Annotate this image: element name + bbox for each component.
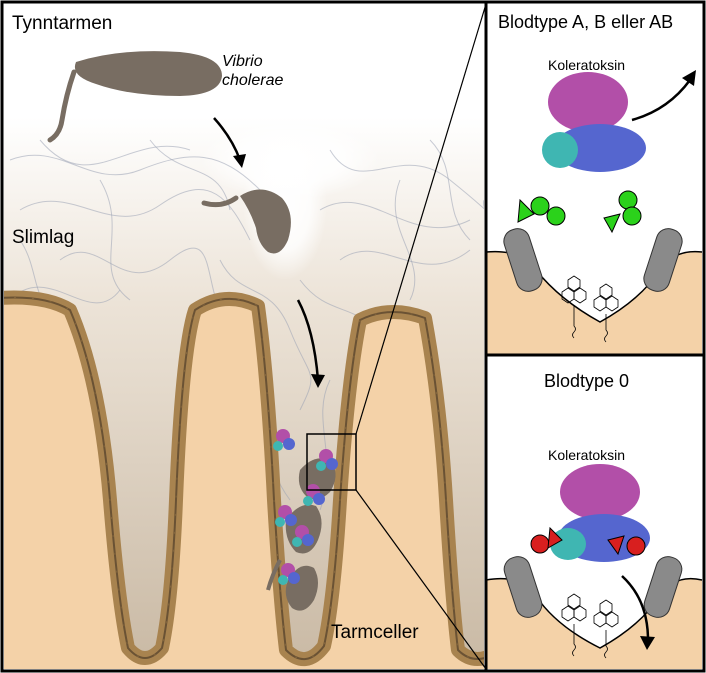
panel-bottom-title: Blodtype 0: [544, 371, 630, 391]
cholera-toxin-top: [542, 72, 646, 172]
panel-top-toxin-label: Koleratoksin: [548, 57, 626, 73]
bacterium-name-label: Vibrio cholerae: [222, 52, 283, 90]
intestine-panel: [4, 4, 484, 669]
panel-top-title: Blodtype A, B eller AB: [498, 12, 674, 32]
mucus-layer-label: Slimlag: [12, 227, 75, 248]
vibrio-bacterium-top: [47, 51, 222, 143]
small-intestine-label: Tynntarmen: [12, 13, 113, 34]
toxins-on-cells: [273, 429, 338, 585]
red-antigens: [530, 526, 646, 556]
intestinal-villi: [4, 290, 484, 669]
green-antigens: [517, 190, 642, 234]
zoom-box: [306, 433, 357, 491]
zoom-lines: [355, 3, 487, 670]
cholera-toxin-bottom: [550, 464, 650, 562]
vibrio-bacterium-middle: [201, 189, 291, 254]
panel-bottom-toxin-label: Koleratoksin: [548, 447, 626, 463]
glycan-chains-top: [561, 275, 619, 343]
glycan-chains-bottom: [561, 593, 619, 659]
panel-blood-type-0: [485, 356, 703, 669]
bacterium-genus: Vibrio: [222, 53, 263, 70]
bacterium-species: cholerae: [222, 72, 284, 89]
panel-blood-type-abab: [485, 4, 703, 354]
intestinal-cells-label: Tarmceller: [331, 622, 419, 643]
